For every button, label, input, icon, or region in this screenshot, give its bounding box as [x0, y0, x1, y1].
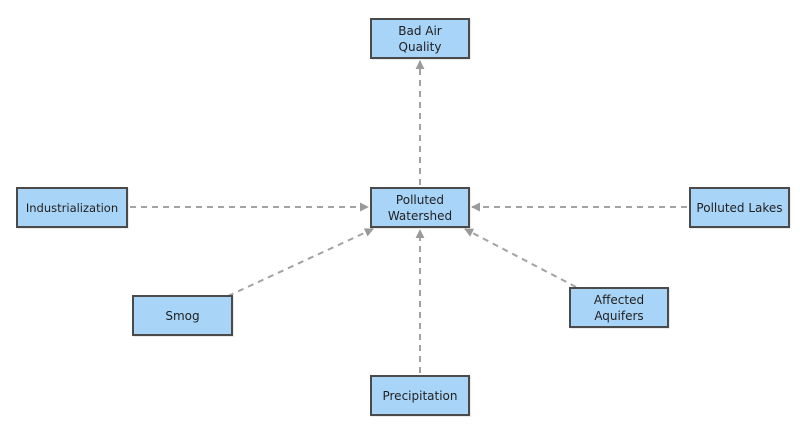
node-smog[interactable]: Smog — [132, 295, 233, 336]
node-affected-aquifers[interactable]: Affected Aquifers — [569, 287, 669, 328]
node-label: Smog — [165, 308, 200, 323]
node-label: Polluted Lakes — [696, 200, 783, 215]
node-industrialization[interactable]: Industrialization — [16, 187, 128, 228]
node-label: Affected Aquifers — [593, 292, 645, 323]
node-label: Precipitation — [382, 388, 458, 403]
node-label: Polluted Watershed — [387, 192, 453, 223]
node-bad-air-quality[interactable]: Bad Air Quality — [370, 18, 470, 59]
node-polluted-watershed[interactable]: Polluted Watershed — [370, 187, 470, 228]
node-label: Bad Air Quality — [398, 23, 442, 54]
edge-smog-to-watershed — [227, 228, 374, 297]
node-precipitation[interactable]: Precipitation — [370, 375, 470, 416]
node-label: Industrialization — [25, 200, 119, 215]
node-polluted-lakes[interactable]: Polluted Lakes — [689, 187, 790, 228]
edge-aquifers-to-watershed — [464, 228, 577, 288]
